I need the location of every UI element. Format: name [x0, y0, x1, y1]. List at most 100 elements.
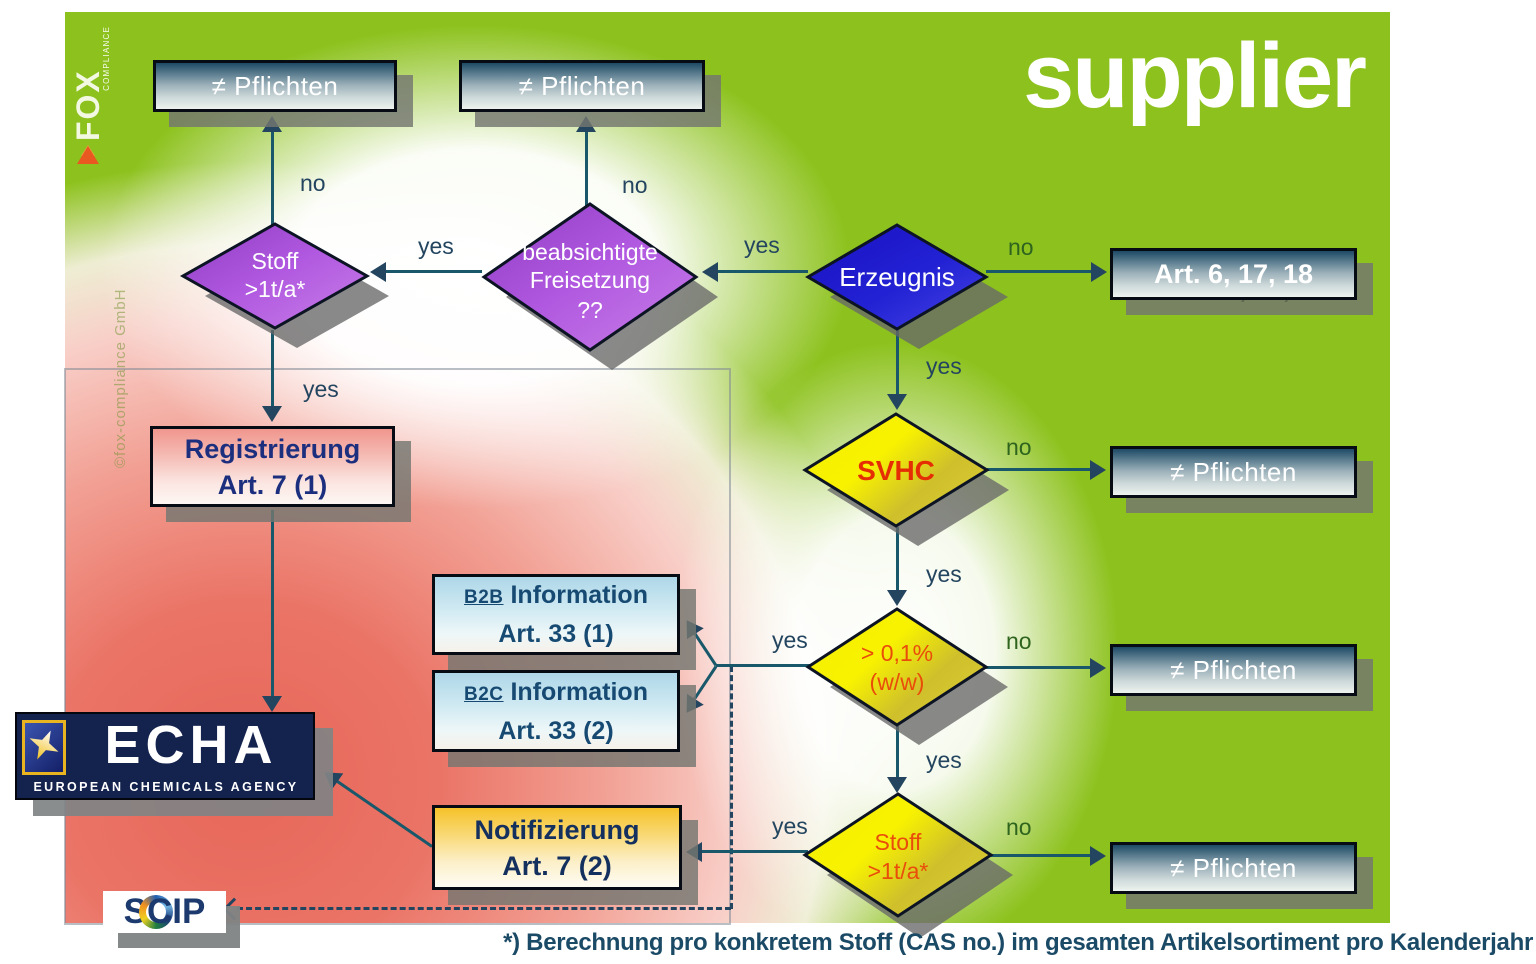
arrow-stoffbottom-to-pflichten-head: [1090, 846, 1106, 866]
diamond-text: (w/w): [870, 669, 925, 695]
arrow-stoffbottom-to-notifizierung-line: [702, 850, 808, 853]
arrow-pct-to-pflichten-head: [1090, 658, 1106, 678]
box-b2b-information: B2B Information Art. 33 (1): [432, 574, 680, 655]
decision-erzeugnis: Erzeugnis: [805, 223, 1008, 349]
scip-circular-arrows-icon: [139, 895, 173, 929]
edge-label-stofftop-no: no: [300, 170, 326, 196]
diamond-shape: [805, 607, 989, 727]
echa-star-shape: [23, 724, 66, 767]
edge-label-svhc-no: no: [1006, 434, 1032, 460]
arrow-stofftop-to-pflichten-line: [271, 132, 274, 225]
box-pflichten-pct: ≠ Pflichten: [1110, 644, 1357, 696]
diamond-text: Erzeugnis: [839, 262, 955, 292]
arrow-erzeugnis-to-svhc-head: [887, 394, 907, 410]
diamond-text: Freisetzung: [530, 267, 650, 293]
arrow-freisetzung-to-pflichten-line: [585, 132, 588, 206]
diamond-text: SVHC: [857, 455, 935, 486]
arrow-stofftop-to-registrierung-line: [271, 330, 274, 406]
decision-stoff-bottom: Stoff >1t/a*: [802, 792, 1013, 938]
box-text: Art. 6, 17, 18: [1153, 258, 1314, 289]
arrow-pct-to-fork-line: [716, 664, 812, 667]
arrow-registrierung-to-echa-line: [271, 510, 274, 696]
arrow-svhc-to-pct-line: [896, 527, 899, 590]
box-text: ≠ Pflichten: [1170, 456, 1297, 487]
decision-pct: > 0,1% (w/w): [805, 607, 1008, 745]
box-text: ≠ Pflichten: [518, 70, 646, 101]
edge-label-erzeugnis-svhc-yes: yes: [926, 353, 962, 379]
arrow-erzeugnis-to-svhc-line: [896, 329, 899, 394]
dashed-line-horizontal: [237, 907, 731, 910]
box-registrierung: Registrierung Art. 7 (1): [150, 426, 395, 507]
arrow-erzeugnis-to-art6-line: [986, 270, 1091, 273]
scip-letter-c: C: [147, 892, 173, 931]
edge-label-pct-info-yes: yes: [772, 627, 808, 653]
arrow-erzeugnis-to-freisetzung-head: [702, 262, 718, 282]
box-pflichten-top-left: ≠ Pflichten: [153, 60, 397, 112]
fox-arrow-icon: [77, 146, 99, 164]
edge-label-erzeugnis-no: no: [1008, 234, 1034, 260]
edge-label-stoffbottom-yes: yes: [772, 813, 808, 839]
box-text-line2: Art. 33 (2): [498, 716, 614, 745]
arrow-erzeugnis-to-freisetzung-line: [718, 270, 808, 273]
echa-star-icon: [22, 720, 66, 775]
arrow-freisetzung-to-stofftop-line: [386, 270, 482, 273]
b2b-prefix: B2B: [464, 587, 504, 608]
arrow-pct-to-stoffbottom-head: [887, 777, 907, 793]
fox-logo-row: FOX: [70, 26, 106, 164]
diamond-shape: [481, 202, 699, 352]
decision-freisetzung: beabsichtigte Freisetzung ??: [481, 202, 718, 370]
arrow-svhc-to-pct-head: [887, 590, 907, 606]
box-pflichten-svhc: ≠ Pflichten: [1110, 446, 1357, 498]
group-panel-outline: [64, 368, 731, 925]
diamond-text: > 0,1%: [861, 640, 933, 666]
box-text-line1: B2C Information: [464, 674, 648, 713]
diamond-shape: [802, 792, 994, 918]
arrow-stofftop-to-registrierung-head: [262, 406, 282, 422]
scip-logo: S C IP: [103, 891, 226, 933]
box-text-line2: Art. 33 (1): [498, 620, 614, 648]
arrow-erzeugnis-to-art6-head: [1091, 262, 1107, 282]
decision-stoff-top: Stoff >1t/a*: [179, 222, 389, 348]
edge-label-svhc-yes: yes: [926, 561, 962, 587]
box-notifizierung: Notifizierung Art. 7 (2): [432, 805, 682, 890]
edge-label-freisetzung-yes: yes: [418, 233, 454, 259]
box-pflichten-stoff: ≠ Pflichten: [1110, 842, 1357, 894]
arrow-stoffbottom-to-pflichten-line: [991, 854, 1090, 857]
arrow-registrierung-to-echa-head: [262, 696, 282, 712]
diamond-shape: [802, 412, 990, 528]
diamond-text: >1t/a*: [245, 276, 306, 302]
box-text-line1: B2B Information: [464, 577, 648, 616]
box-text-line2: Art. 7 (2): [502, 850, 612, 881]
diamond-text: Stoff: [875, 829, 922, 855]
edge-label-freisetzung-no: no: [622, 172, 648, 198]
b2c-prefix: B2C: [464, 683, 504, 705]
box-art-6-17-18: Art. 6, 17, 18: [1110, 248, 1357, 300]
box-text: ≠ Pflichten: [211, 70, 339, 101]
edge-label-stoffbottom-no: no: [1006, 814, 1032, 840]
b2c-word: Information: [503, 677, 648, 706]
diamond-text: Stoff: [252, 248, 299, 274]
echa-logo-text: ECHA: [104, 715, 278, 775]
edge-label-pct-stoff-yes: yes: [926, 747, 962, 773]
box-b2c-information: B2C Information Art. 33 (2): [432, 670, 680, 752]
box-text-line1: Registrierung: [184, 433, 361, 464]
page-title: supplier: [1023, 25, 1367, 127]
box-text-line1: Notifizierung: [474, 814, 640, 845]
edge-label-pct-no: no: [1006, 628, 1032, 654]
arrow-svhc-to-pflichten-head: [1090, 460, 1106, 480]
diamond-text: >1t/a*: [868, 858, 929, 884]
fox-logo-text: FOX: [70, 69, 106, 141]
footnote: *) Berechnung pro konkretem Stoff (CAS n…: [503, 929, 1533, 956]
box-text-line2: Art. 7 (1): [217, 469, 328, 500]
box-text: ≠ Pflichten: [1170, 852, 1297, 883]
dashed-line-vertical: [730, 666, 733, 909]
decision-svhc: SVHC: [802, 412, 1009, 546]
arrow-svhc-to-pflichten-line: [987, 468, 1090, 471]
arrow-pct-to-stoffbottom-line: [896, 726, 899, 777]
arrow-freisetzung-to-stofftop-head: [370, 262, 386, 282]
diamond-text: ??: [577, 297, 603, 323]
box-text: ≠ Pflichten: [1170, 654, 1297, 685]
b2b-word: Information: [503, 581, 648, 609]
diamond-shape: [179, 222, 371, 330]
